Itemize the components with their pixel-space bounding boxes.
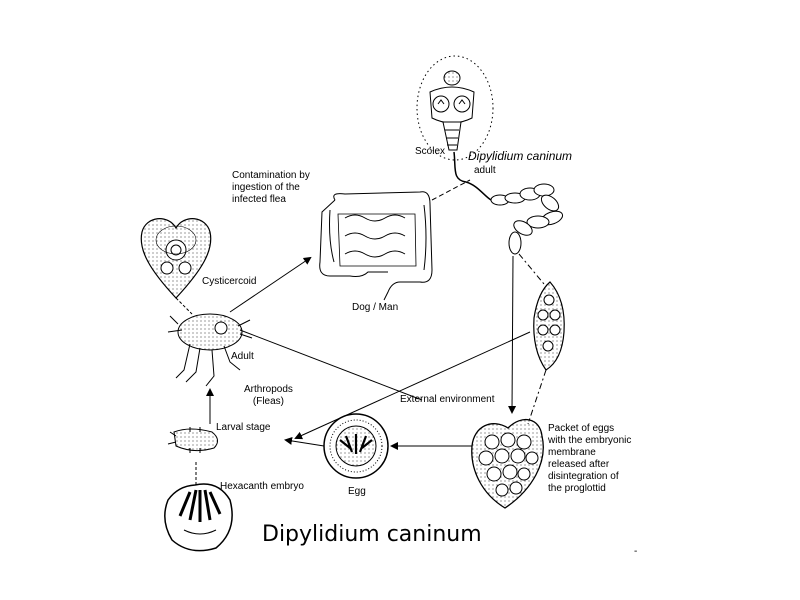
scolex-label: Scolex [415, 146, 446, 157]
host-label: Dog / Man [352, 302, 399, 313]
hexacanth-illustration [164, 462, 233, 552]
external-environment-label: External environment [400, 394, 495, 405]
egg-label: Egg [348, 486, 366, 497]
cysticercoid-label: Cysticercoid [202, 276, 257, 287]
larval-stage-label: Larval stage [216, 422, 271, 433]
egg-illustration [323, 413, 389, 479]
hexacanth-label: Hexacanth embryo [220, 481, 304, 492]
flea-illustration [167, 313, 253, 387]
scolex-illustration [416, 55, 494, 161]
stray-dash: - [634, 546, 638, 557]
cycle-connectors [175, 179, 547, 450]
intestine-illustration [319, 191, 433, 301]
adult-worm-label: adult [474, 165, 496, 176]
flea-adult-label: Adult [231, 351, 254, 362]
strobila-chain [453, 151, 564, 255]
diagram-title: Dipylidium caninum [262, 522, 482, 547]
arthropods-label: Arthropods (Fleas) [244, 384, 293, 407]
larva-illustration [167, 427, 218, 453]
egg-packet-label: Packet of eggs with the embryonic membra… [548, 423, 632, 494]
contamination-label: Contamination by ingestion of the infect… [232, 170, 310, 205]
cysticercoid-illustration [140, 218, 212, 299]
gravid-proglottid-illustration [533, 281, 565, 371]
species-label: Dipylidium caninum [468, 149, 573, 163]
egg-packet-illustration [471, 418, 544, 509]
